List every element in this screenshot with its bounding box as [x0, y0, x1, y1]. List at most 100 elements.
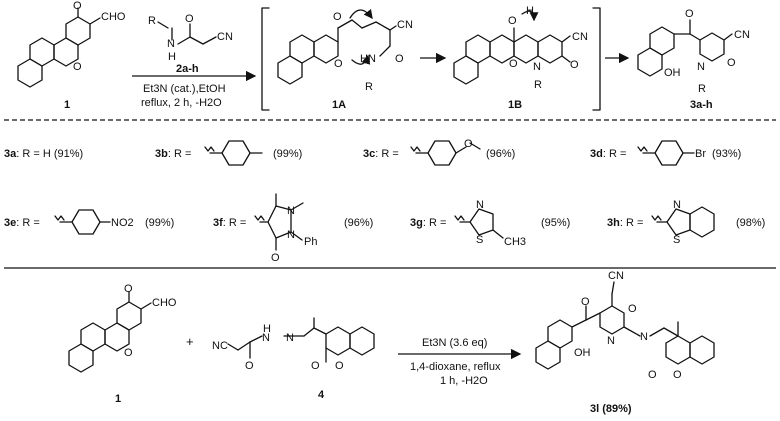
b1-cho: CHO: [152, 297, 177, 309]
sub-3f-yield: (96%): [344, 217, 373, 229]
sub-3g-yield: (95%): [541, 217, 570, 229]
sub-3h-s: S: [673, 234, 680, 246]
sub-3c-yield: (96%): [486, 148, 515, 160]
int1b-cn: CN: [572, 31, 588, 43]
int1b-o2: O: [570, 59, 579, 71]
c4-nn: N: [262, 332, 270, 344]
p3l-o: O: [581, 296, 590, 308]
reagent-o: O: [185, 13, 194, 25]
atom-cho: CHO: [101, 11, 126, 23]
bottom-conditions-2: 1,4-dioxane, reflux: [410, 361, 501, 373]
sub-3f-pyrazolone: [254, 193, 304, 251]
sub-3e-nitrophenyl: [54, 209, 111, 235]
product-3l-structure: [535, 281, 715, 370]
reagent-cn: CN: [217, 31, 233, 43]
prod-o2: O: [727, 57, 736, 69]
int1a-o: O: [333, 11, 342, 23]
sub-3g-ch3: CH3: [504, 236, 526, 248]
sub-3h-yield: (98%): [736, 217, 765, 229]
bottom-conditions-3: 1 h, -H2O: [440, 375, 488, 387]
sub-3e-yield: (99%): [145, 217, 174, 229]
int1a-cn: CN: [397, 19, 413, 31]
sub-3f-nn: N: [287, 205, 295, 217]
compound-4-structure: [227, 317, 375, 363]
sub-3g-thiazole: [454, 208, 504, 239]
sub-3h: 3h: R =: [607, 217, 643, 229]
int1a-o-ring: O: [334, 58, 343, 70]
p3l-o-ring: O: [673, 369, 682, 381]
atom-o-carbonyl: O: [73, 0, 82, 12]
reagent-2-structure: [157, 21, 217, 45]
c4-nh: H: [263, 323, 271, 335]
int1a-hn: HN: [360, 53, 376, 65]
sub-3d-bromophenyl: [637, 140, 695, 166]
c4-cn: NC: [212, 340, 228, 352]
intermediate-1a-structure: [277, 9, 397, 85]
reagent-h: H: [168, 51, 176, 63]
sub-3b: 3b: R =: [155, 148, 191, 160]
b1-o: O: [124, 283, 133, 295]
prod-o: O: [685, 8, 694, 20]
bottom-compound-1-structure: [68, 291, 152, 373]
compound-1-structure: [17, 7, 101, 88]
c4-o-carbonyl: O: [311, 360, 320, 372]
sub-3b-tolyl: [204, 140, 263, 166]
prod-oh: OH: [664, 67, 681, 79]
sub-3c-anisyl: [410, 140, 481, 166]
sub-3f: 3f: R =: [213, 217, 246, 229]
sub-3d-br: Br: [695, 148, 706, 160]
reagent-label: 2a-h: [176, 63, 199, 75]
sub-3e: 3e: R =: [4, 217, 40, 229]
sub-3g-n: N: [476, 199, 484, 211]
sub-3f-ph: Ph: [304, 236, 317, 248]
product-3ah-label: 3a-h: [690, 99, 713, 111]
p3l-oh: OH: [574, 347, 591, 359]
sub-3h-n: N: [673, 199, 681, 211]
int1b-n: N: [533, 61, 541, 73]
int1b-h: H: [526, 5, 534, 17]
prod-r: R: [698, 83, 706, 95]
conditions-line-1: Et3N (cat.),EtOH: [143, 83, 226, 95]
int1a-r: R: [365, 81, 373, 93]
p3l-o3: O: [648, 369, 657, 381]
p3l-n1: N: [607, 335, 615, 347]
product-3l-label: 3l (89%): [590, 403, 632, 415]
product-3ah-structure: [637, 19, 733, 77]
reagent-r: R: [148, 15, 156, 27]
p3l-cn: CN: [608, 270, 624, 282]
intermediate-1a-label: 1A: [332, 99, 346, 111]
sub-3f-o: O: [271, 252, 280, 264]
int1b-o: O: [508, 15, 517, 27]
p3l-n2: N: [640, 331, 648, 343]
bottom-conditions-1: Et3N (3.6 eq): [422, 337, 487, 349]
atom-o-ring: O: [73, 61, 82, 73]
reagent-nh: N: [167, 38, 175, 50]
sub-3c: 3c: R =: [363, 148, 399, 160]
bottom-compound-1-label: 1: [115, 393, 121, 405]
compound-1-label: 1: [64, 99, 70, 111]
intermediate-1b-structure: [453, 10, 571, 85]
sub-3a: 3a: R = H (91%): [4, 148, 83, 160]
int1b-r: R: [534, 79, 542, 91]
b1-o-ring: O: [124, 347, 133, 359]
sub-3h-benzothiazole: [651, 206, 715, 238]
sub-3d-yield: (93%): [712, 148, 741, 160]
prod-n: N: [697, 61, 705, 73]
sub-3b-yield: (99%): [273, 148, 302, 160]
sub-3g-s: S: [476, 234, 483, 246]
sub-3e-no2: NO2: [111, 217, 134, 229]
sub-3g: 3g: R =: [410, 217, 446, 229]
plus-sign: +: [186, 334, 194, 349]
compound-4-label: 4: [318, 389, 325, 401]
bracket-right: [592, 7, 601, 111]
conditions-line-2: reflux, 2 h, -H2O: [141, 97, 222, 109]
c4-o: O: [245, 360, 254, 372]
c4-n2: N: [286, 332, 294, 344]
intermediate-1b-label: 1B: [508, 99, 522, 111]
sub-3d: 3d: R =: [590, 148, 626, 160]
p3l-o2: O: [628, 303, 637, 315]
sub-3c-o: O: [464, 138, 473, 150]
int1b-o-ring: O: [509, 58, 518, 70]
prod-cn: CN: [734, 29, 750, 41]
